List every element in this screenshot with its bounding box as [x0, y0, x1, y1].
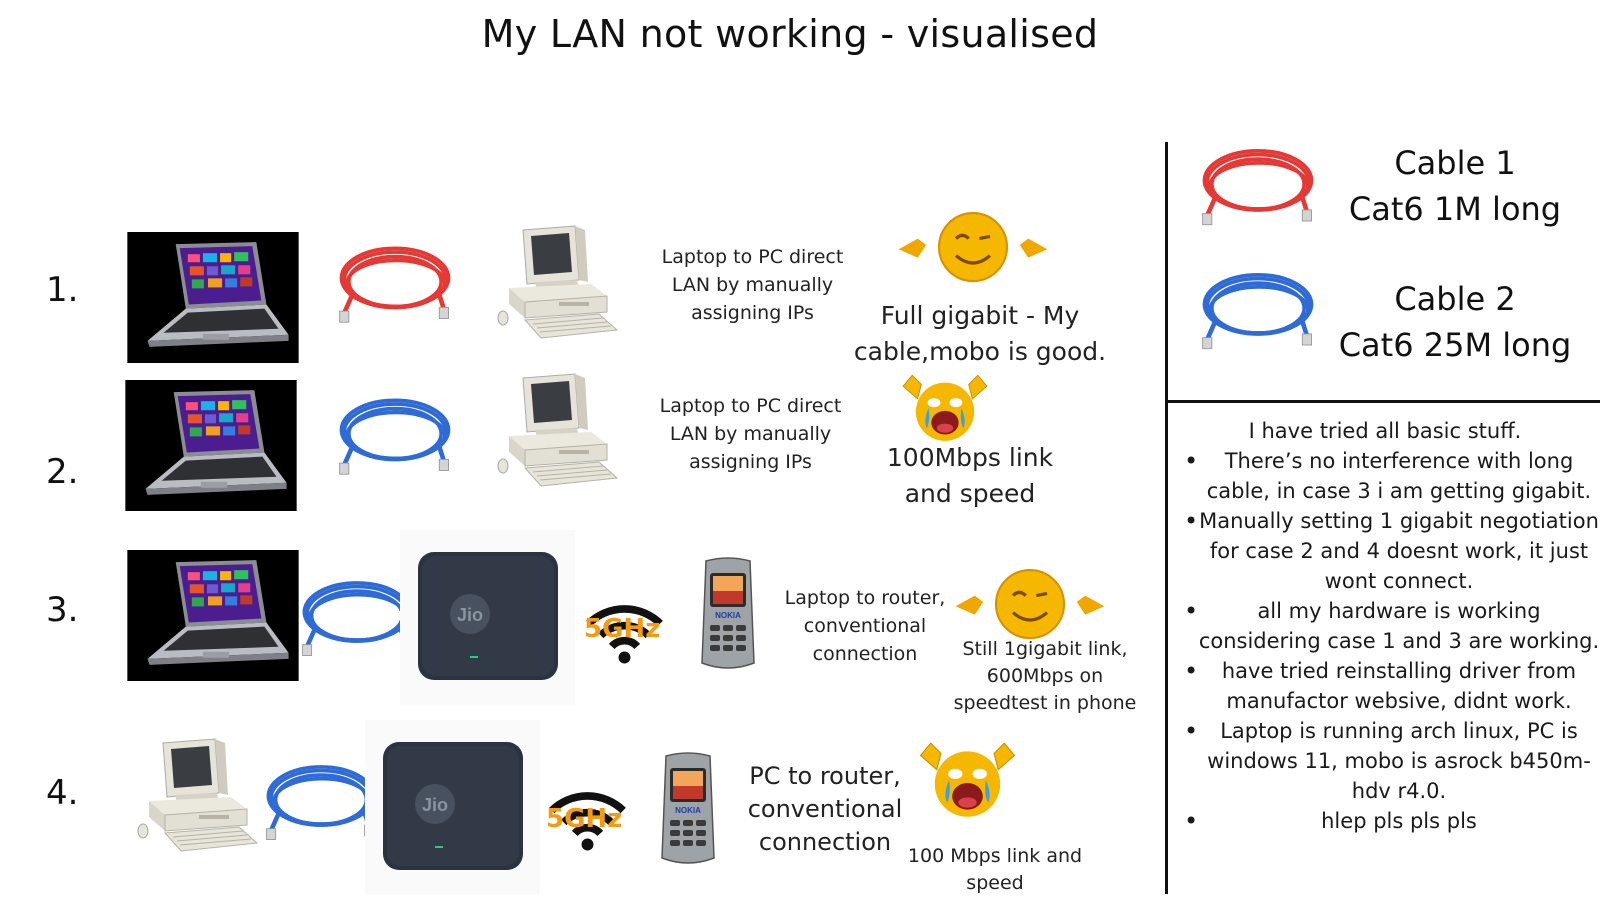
red-cable-icon [1198, 140, 1318, 230]
row-description: Laptop to PC direct LAN by manually assi… [661, 246, 844, 324]
note-text: hlep pls pls pls [1321, 809, 1477, 833]
list-item: • Laptop is running arch linux, PC is win… [1170, 716, 1600, 806]
blue-cable-icon [298, 574, 416, 659]
list-item: •Manually setting 1 gigabit negotiation … [1170, 506, 1600, 596]
thumbs-pointing-grin-emoji-icon [888, 198, 1058, 294]
horizontal-divider [1165, 400, 1600, 403]
legend-cable2: Cable 2 Cat6 25M long [1320, 276, 1590, 368]
notes-panel: I have tried all basic stuff. •There’s n… [1170, 416, 1600, 836]
bullet-icon: • [1184, 717, 1199, 745]
vertical-divider [1165, 142, 1168, 894]
pc-icon [135, 735, 265, 860]
row-number: 3. [46, 590, 79, 630]
notes-intro: I have tried all basic stuff. [1248, 419, 1522, 443]
row-result: Full gigabit - My cable,mobo is good. [853, 301, 1107, 366]
wifi-band-label: 5GHz [546, 804, 623, 834]
crying-emoji-icon [905, 735, 1030, 827]
note-text: There’s no interference with long cable,… [1206, 449, 1592, 503]
bullet-icon: • [1184, 807, 1199, 835]
row-number: 4. [46, 773, 79, 813]
note-text: Manually setting 1 gigabit negotiation f… [1199, 509, 1599, 593]
wifi-band-label: 5GHz [584, 614, 661, 644]
note-text: all my hardware is working considering c… [1198, 599, 1600, 653]
list-item: •all my hardware is working considering … [1170, 596, 1600, 656]
row-description: Laptop to PC direct LAN by manually assi… [659, 395, 842, 473]
legend-cable1: Cable 1 Cat6 1M long [1325, 140, 1585, 232]
row-result: 100 Mbps link and speed [907, 845, 1083, 894]
bullet-icon: • [1184, 447, 1199, 475]
list-item: • have tried reinstalling driver from man… [1170, 656, 1600, 716]
row-number: 1. [46, 270, 79, 310]
row-result: Still 1gigabit link, 600Mbps on speedtes… [953, 638, 1137, 714]
legend-cable2-name: Cable 2 [1394, 280, 1516, 318]
blue-cable-icon [1198, 264, 1318, 354]
router-icon [365, 720, 540, 895]
crying-emoji-icon [890, 368, 1000, 450]
bullet-icon: • [1184, 597, 1199, 625]
row-number: 2. [46, 452, 79, 492]
pc-icon [495, 222, 625, 347]
phone-icon [648, 750, 728, 870]
pc-icon [495, 370, 625, 495]
bullet-icon: • [1184, 507, 1199, 535]
blue-cable-icon [335, 392, 455, 477]
laptop-icon [127, 550, 299, 681]
notes-list: •There’s no interference with long cable… [1170, 446, 1600, 836]
router-icon [400, 530, 575, 705]
row-description: PC to router, conventional connection [747, 762, 903, 856]
page-title: My LAN not working - visualised [481, 12, 1099, 56]
note-text: Laptop is running arch linux, PC is wind… [1207, 719, 1591, 803]
bullet-icon: • [1184, 657, 1199, 685]
note-text: have tried reinstalling driver from manu… [1221, 659, 1577, 713]
blue-cable-icon [262, 758, 380, 843]
row-result: 100Mbps link and speed [886, 443, 1054, 508]
list-item: •There’s no interference with long cable… [1170, 446, 1600, 506]
row-description: Laptop to router, conventional connectio… [784, 587, 946, 665]
legend-cable1-spec: Cat6 1M long [1348, 190, 1562, 228]
list-item: • hlep pls pls pls [1170, 806, 1600, 836]
red-cable-icon [335, 240, 455, 325]
legend-cable1-name: Cable 1 [1394, 144, 1516, 182]
laptop-icon [125, 380, 297, 511]
legend-cable2-spec: Cat6 25M long [1338, 326, 1572, 364]
phone-icon [688, 555, 768, 675]
laptop-icon [127, 232, 299, 363]
